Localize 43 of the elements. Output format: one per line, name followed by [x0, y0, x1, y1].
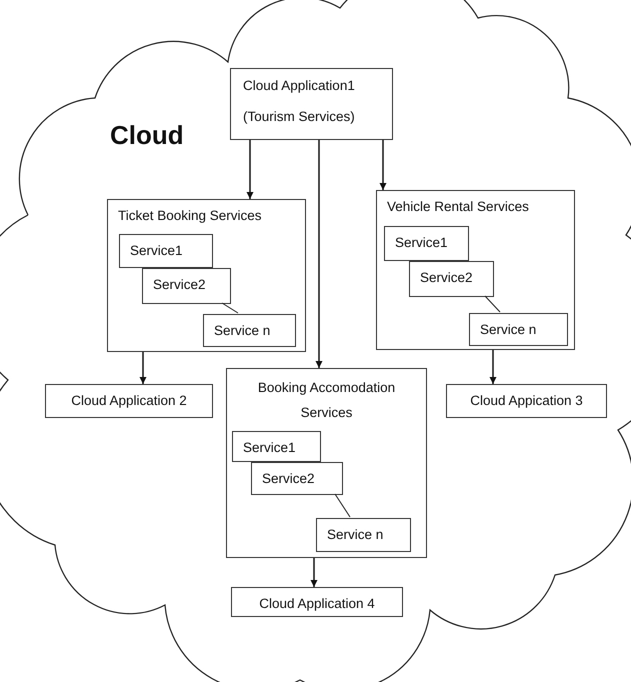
service-group-box [226, 368, 427, 558]
service-box [251, 462, 343, 495]
group-heading: Ticket Booking Services [118, 208, 262, 223]
arrow [310, 558, 318, 587]
service-group-box [376, 190, 575, 350]
service-label: Service1 [395, 235, 448, 250]
cloud-title: Cloud [110, 120, 184, 151]
service-box [203, 314, 296, 347]
service-label: Service1 [243, 440, 296, 455]
connector-line [484, 296, 500, 312]
arrow [380, 140, 386, 190]
application-title: Cloud Application 4 [258, 596, 376, 611]
service-box [384, 226, 469, 261]
service-label: Service n [480, 322, 536, 337]
application-title: Cloud Appication 3 [469, 393, 584, 408]
group-heading: Booking Accomodation Services [256, 379, 396, 422]
service-box [409, 261, 494, 297]
connector-line [334, 494, 350, 518]
application-subtitle: (Tourism Services) [243, 109, 355, 124]
application-box [230, 68, 393, 140]
service-box [232, 431, 321, 462]
service-box [142, 268, 231, 304]
application-box [45, 384, 213, 418]
application-box [231, 587, 403, 617]
application-title: Cloud Application 2 [70, 393, 188, 408]
service-label: Service2 [153, 277, 206, 292]
arrow [316, 140, 322, 368]
service-group-box [107, 199, 306, 352]
arrow [246, 140, 254, 199]
service-box [316, 518, 411, 552]
application-title: Cloud Application1 [243, 78, 355, 93]
service-box [119, 234, 213, 268]
connector-line [222, 302, 238, 314]
service-label: Service n [214, 323, 270, 338]
arrow [490, 350, 496, 384]
arrow [140, 352, 146, 384]
service-label: Service1 [130, 243, 183, 258]
service-label: Service n [327, 527, 384, 542]
application-box [446, 384, 607, 418]
service-box [469, 313, 568, 346]
service-label: Service2 [262, 471, 315, 486]
group-heading: Vehicle Rental Services [387, 199, 529, 214]
service-label: Service2 [420, 270, 473, 285]
